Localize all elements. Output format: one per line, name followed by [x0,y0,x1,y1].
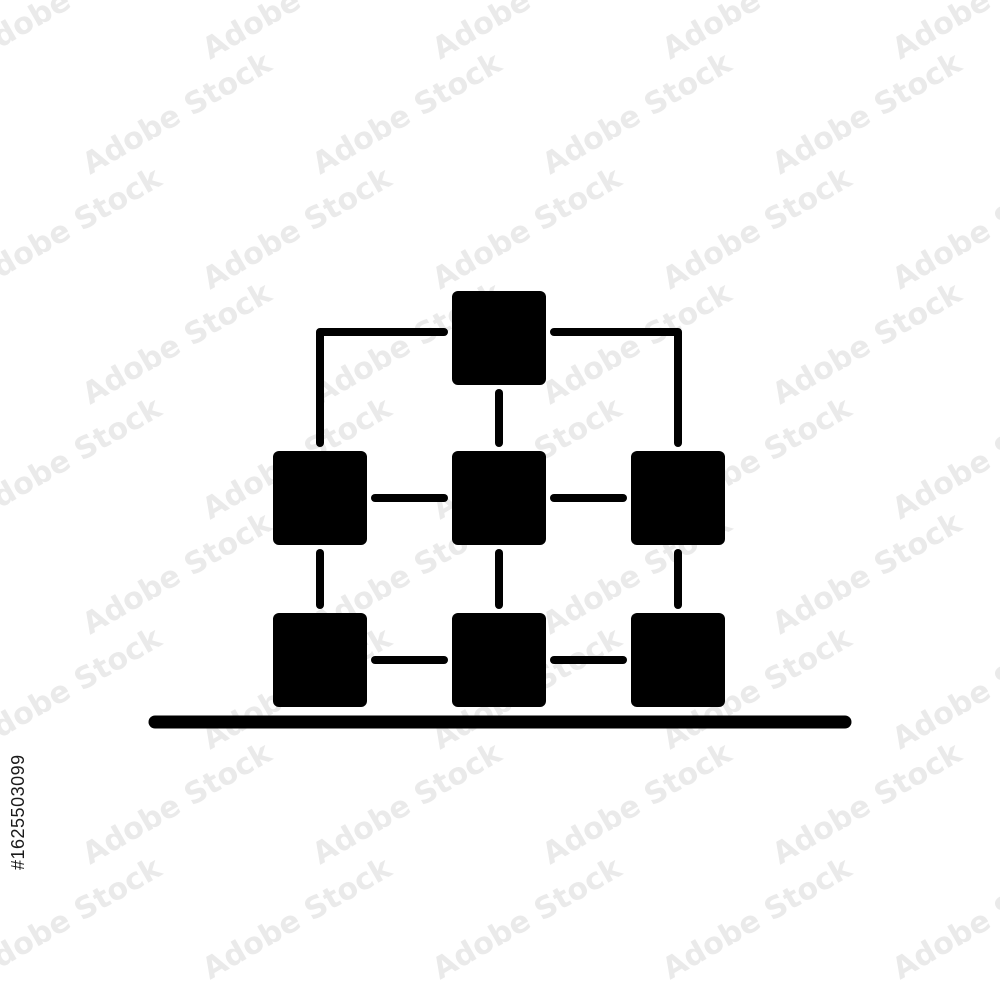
watermark-text: Adobe Stock [887,850,1000,987]
watermark-text: Adobe Stock [537,45,739,182]
watermark-text: Adobe Stock [427,0,629,67]
watermark-text: Adobe Stock [0,160,168,297]
watermark-text: Adobe Stock [77,735,279,872]
diagram-connectors [316,328,682,664]
watermark-text: Adobe Stock [77,45,279,182]
watermark-text: Adobe Stock [767,45,969,182]
watermark-text: Adobe Stock [997,45,1000,182]
node-middle-center [452,451,546,545]
watermark-text: Adobe Stock [197,0,399,67]
node-middle-right [631,451,725,545]
watermark-text: Adobe Stock [427,850,629,987]
connector-top-to-middle-left [316,328,448,447]
diagram-nodes [273,291,725,707]
watermark-text: Adobe Stock [0,390,168,527]
watermark-text: Adobe Stock [0,0,168,67]
stock-image-id: #1625503099 [8,754,28,870]
watermark-text: Adobe Stock [767,735,969,872]
watermark-text: Adobe Stock [767,275,969,412]
watermark-text: Adobe Stock [197,850,399,987]
watermark-text: Adobe Stock [997,735,1000,872]
connector-top-to-middle-right [550,328,682,447]
watermark-text: Adobe Stock [0,850,168,987]
node-middle-left [273,451,367,545]
node-top [452,291,546,385]
watermark-text: Adobe Stock [77,275,279,412]
watermark-text: Adobe Stock [997,275,1000,412]
node-bottom-right [631,613,725,707]
watermark-text: Adobe Stock [197,160,399,297]
watermark-text: Adobe Stock [657,850,859,987]
watermark-text: Adobe Stock [537,275,739,412]
watermark-text: Adobe Stock [887,390,1000,527]
watermark-text: Adobe Stock [427,160,629,297]
watermark-text: Adobe Stock [307,45,509,182]
watermark-text: Adobe Stock [887,620,1000,757]
watermark-text: Adobe Stock [0,620,168,757]
watermark-text: Adobe Stock [77,505,279,642]
watermark-text: Adobe Stock [767,505,969,642]
node-bottom-center [452,613,546,707]
watermark-text: Adobe Stock [657,160,859,297]
watermark-text: Adobe Stock [657,0,859,67]
node-bottom-left [273,613,367,707]
watermark-text: Adobe Stock [537,735,739,872]
watermark-text: Adobe Stock [307,735,509,872]
watermark-text: Adobe Stock [887,160,1000,297]
watermark-text: Adobe Stock [997,505,1000,642]
